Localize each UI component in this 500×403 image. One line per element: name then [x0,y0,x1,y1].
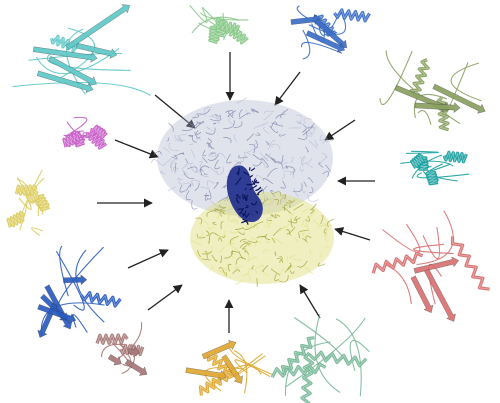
protein-cyan-elongated [12,4,151,96]
ribosome-complex [151,97,335,287]
protein-mauve-small [95,322,148,376]
protein-orange-domain [185,339,274,396]
ribosome-small-subunit [190,191,335,287]
protein-mint-large [270,314,370,403]
protein-teal-helical [400,150,470,186]
arrow-8 [334,227,371,241]
arrow-10 [147,284,183,311]
protein-green-helical [189,4,249,45]
arrows-layer [97,52,375,333]
protein-salmon-large [371,210,490,322]
protein-yellow-small [6,169,51,236]
protein-magenta-small [62,116,108,150]
arrow-3 [274,71,301,106]
arrow-12 [299,284,321,319]
proteins-layer [6,4,490,403]
protein-olive-multidomain [379,50,486,132]
protein-blue-beta [37,245,122,338]
trna-density [226,165,263,225]
arrow-4 [324,119,356,141]
protein-blue-green-domain [290,5,371,60]
arrow-5 [114,139,159,159]
arrow-9 [127,249,169,269]
